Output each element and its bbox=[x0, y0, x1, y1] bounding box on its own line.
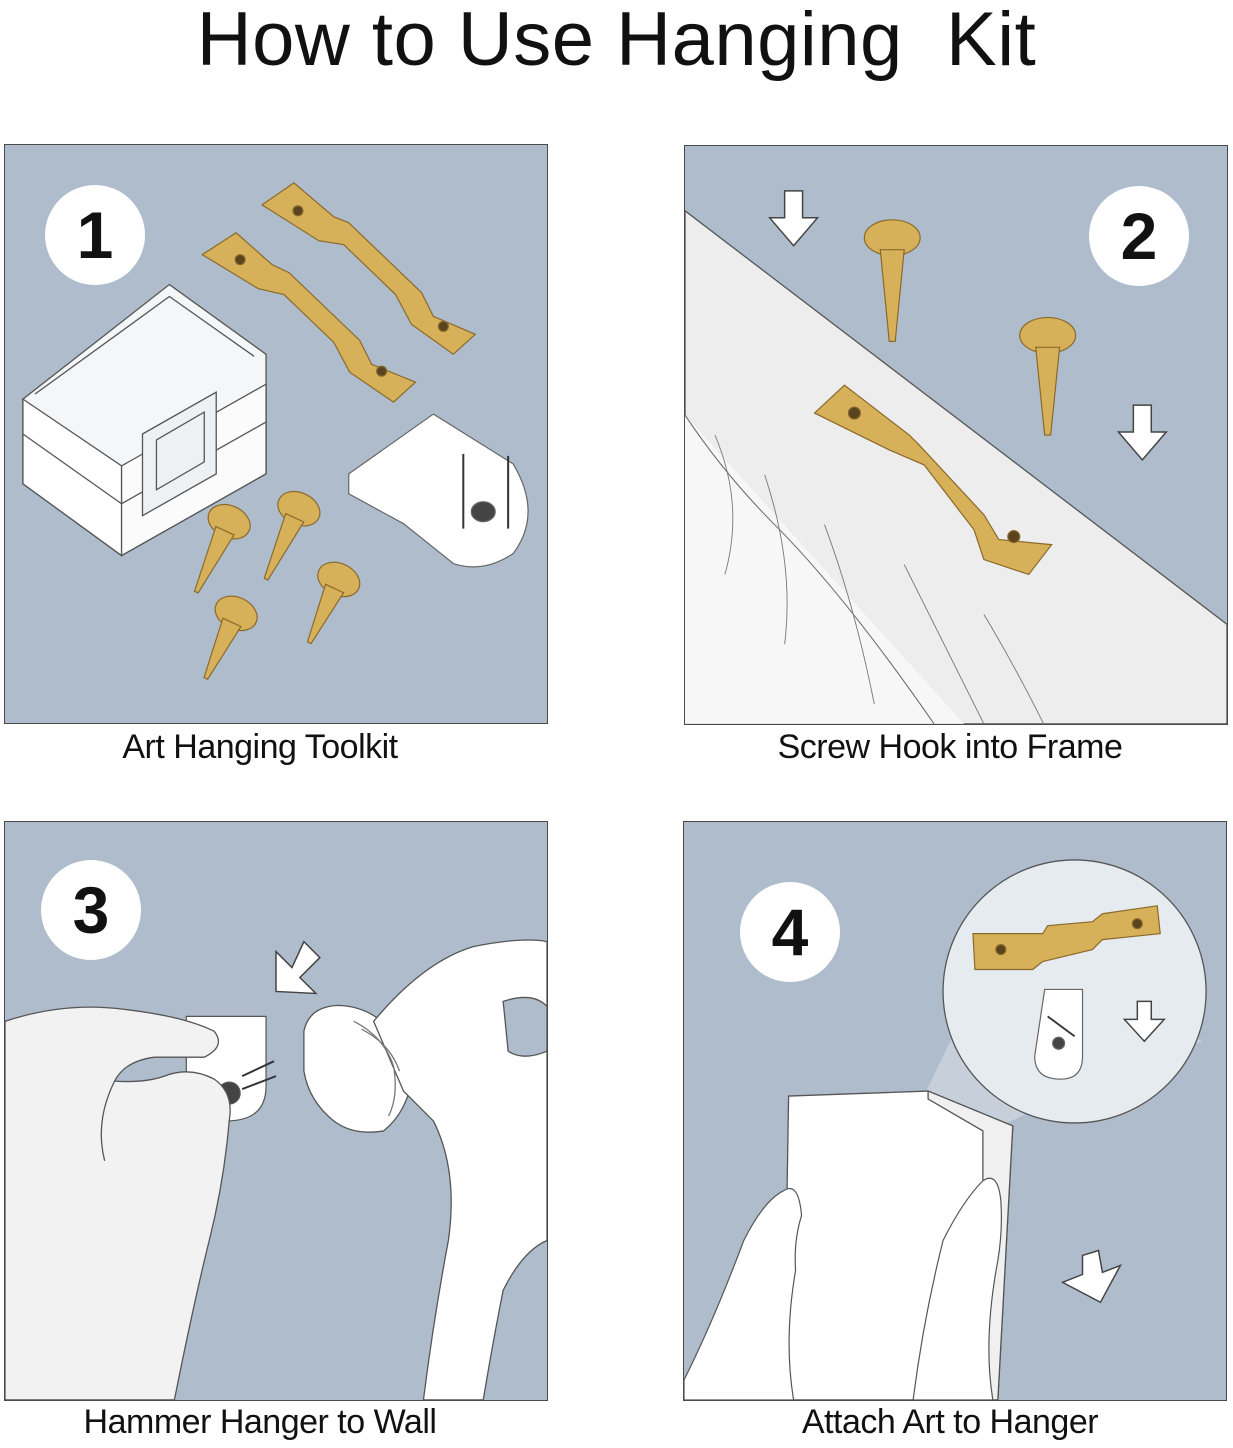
down-arrow-icon bbox=[1122, 1000, 1166, 1043]
screw-icon bbox=[193, 490, 361, 680]
sawtooth-hanger-icon bbox=[201, 231, 417, 403]
attach-art-illustration bbox=[684, 859, 1207, 1400]
down-arrow-icon bbox=[1060, 1249, 1123, 1304]
sawtooth-hanger-icon bbox=[260, 182, 477, 356]
hammer-illustration bbox=[5, 939, 547, 1400]
step-3-panel: 3 bbox=[4, 821, 548, 1401]
step-1-panel: 1 bbox=[4, 144, 548, 724]
step-4-badge: 4 bbox=[740, 882, 840, 982]
screw-icon bbox=[863, 219, 1077, 436]
toolkit-illustration bbox=[22, 182, 529, 680]
down-arrow-icon bbox=[275, 940, 321, 995]
wall-hanger-icon bbox=[348, 413, 529, 568]
hand-icon bbox=[5, 1006, 231, 1400]
step-3-caption: Hammer Hanger to Wall bbox=[83, 1403, 437, 1441]
step-1-caption: Art Hanging Toolkit bbox=[122, 728, 398, 766]
sawtooth-hanger-icon bbox=[813, 384, 1053, 576]
frame-icon bbox=[685, 210, 1227, 724]
step-2-badge: 2 bbox=[1089, 186, 1189, 286]
step-3-badge: 3 bbox=[41, 860, 141, 960]
storage-box-icon bbox=[22, 283, 267, 557]
down-arrow-icon bbox=[1116, 404, 1168, 462]
step-1-badge: 1 bbox=[45, 185, 145, 285]
frame-screw-illustration bbox=[685, 190, 1227, 724]
step-2-caption: Screw Hook into Frame bbox=[777, 728, 1123, 766]
step-2-panel: 2 bbox=[684, 145, 1228, 725]
sawtooth-hanger-icon bbox=[972, 905, 1161, 971]
page-title: How to Use Hanging Kit bbox=[196, 0, 1037, 82]
wall-hanger-icon bbox=[1034, 988, 1084, 1080]
hand-icon bbox=[684, 1177, 1002, 1400]
hammer-icon bbox=[303, 939, 547, 1400]
step-4-caption: Attach Art to Hanger bbox=[801, 1403, 1099, 1441]
down-arrow-icon bbox=[768, 190, 820, 247]
step-4-panel: 4 bbox=[683, 821, 1227, 1401]
